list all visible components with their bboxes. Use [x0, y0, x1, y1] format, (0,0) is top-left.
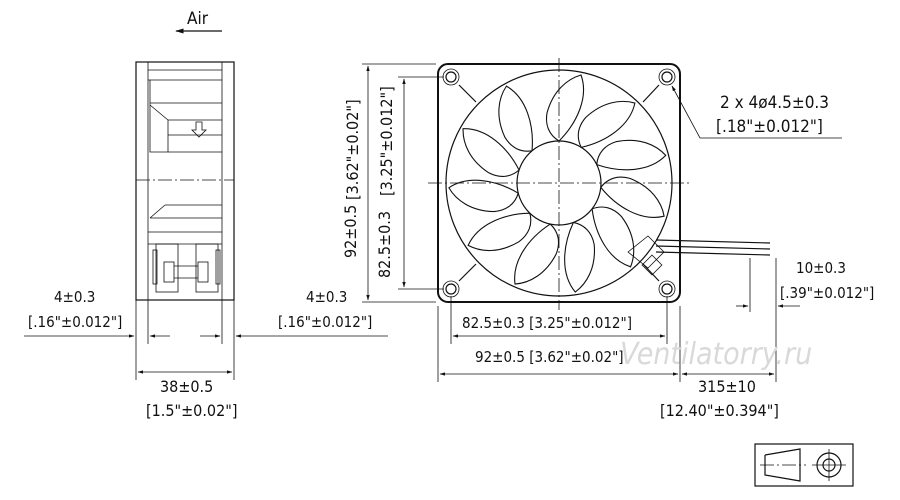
watermark: Ventilatorry.ru — [620, 337, 812, 372]
airflow-indicator: Air — [175, 9, 222, 34]
hole-horizontal: 82.5±0.3 [3.25"±0.012"] — [462, 314, 632, 332]
depth-mm: 38±0.5 — [160, 377, 213, 396]
height-inch: [3.62"±0.02"] — [343, 99, 362, 200]
hole-vertical-inch: [3.25"±0.012"] — [377, 86, 396, 196]
strip-length-mm: 10±0.3 — [796, 259, 846, 277]
holes-spec: 2 x 4ø4.5±0.3 — [720, 93, 829, 113]
holes-spec-inch: [.18"±0.012"] — [716, 117, 823, 137]
third-angle-projection-icon — [754, 443, 854, 487]
flange-left-inch: [.16"±0.012"] — [28, 313, 122, 331]
flange-right-inch: [.16"±0.012"] — [278, 313, 372, 331]
arrow-down-icon — [191, 121, 207, 138]
dimension-lines — [24, 63, 842, 382]
flange-right-mm: 4±0.3 — [306, 288, 347, 306]
motor-hub — [152, 243, 221, 293]
lead-length-inch: [12.40"±0.394"] — [660, 401, 779, 420]
flange-left-mm: 4±0.3 — [54, 288, 95, 306]
hole-vertical-mm: 82.5±0.3 — [375, 211, 394, 278]
dimension-labels: 2 x 4ø4.5±0.3 [.18"±0.012"] 92±0.5 [3.62… — [28, 86, 874, 420]
height-mm: 92±0.5 — [341, 205, 360, 258]
strip-length-inch: [.39"±0.012"] — [780, 284, 874, 302]
cable-exit — [627, 235, 771, 276]
overall-width: 92±0.5 [3.62"±0.02"] — [475, 348, 624, 366]
fan-side-view — [135, 61, 235, 301]
depth-inch: [1.5"±0.02"] — [146, 401, 237, 420]
fan-blades — [448, 74, 667, 293]
mounting-holes — [442, 68, 676, 298]
airflow-label: Air — [187, 9, 209, 29]
lead-length-mm: 315±10 — [698, 377, 756, 396]
fan-front-view — [428, 58, 771, 310]
